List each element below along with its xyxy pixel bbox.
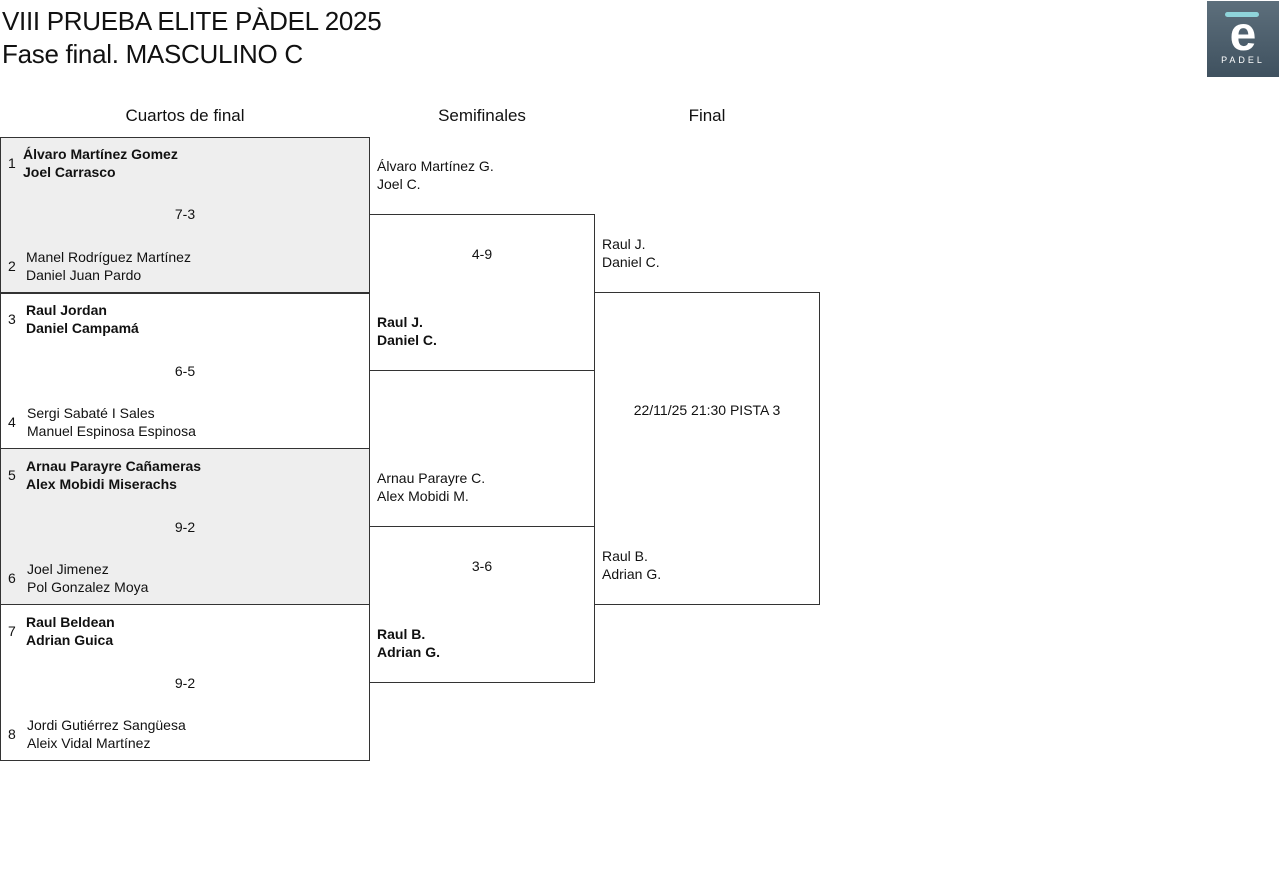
- player-name: Arnau Parayre C.: [377, 470, 486, 486]
- round-header-semifinals: Semifinales: [438, 106, 526, 125]
- player-name: Adrian G.: [377, 644, 441, 660]
- player-name: Raul B.: [602, 548, 648, 564]
- player-name: Daniel C.: [377, 332, 437, 348]
- player-name: Sergi Sabaté I Sales: [27, 405, 155, 421]
- team-top: Raul Jordan Daniel Campamá: [26, 301, 139, 337]
- seed-number: 5: [8, 467, 16, 483]
- player-name: Pol Gonzalez Moya: [27, 579, 149, 595]
- team-bottom: Raul J. Daniel C.: [377, 313, 437, 349]
- final-match[interactable]: 22/11/25 21:30 PISTA 3 Raul B. Adrian G.: [594, 292, 820, 605]
- player-name: Joel Carrasco: [23, 164, 116, 180]
- quarterfinal-match-2[interactable]: 3 Raul Jordan Daniel Campamá 6-5 4 Sergi…: [0, 292, 370, 449]
- team-bottom: Raul B. Adrian G.: [377, 625, 440, 661]
- semifinal-2-team-top: Arnau Parayre C. Alex Mobidi M.: [377, 469, 485, 505]
- player-name: Raul J.: [602, 236, 646, 252]
- phase-subtitle: Fase final. MASCULINO C: [2, 39, 303, 69]
- player-name: Alex Mobidi Miserachs: [26, 476, 177, 492]
- round-header-final: Final: [688, 106, 726, 125]
- player-name: Álvaro Martínez G.: [377, 158, 494, 174]
- player-name: Manuel Espinosa Espinosa: [27, 423, 196, 439]
- player-name: Manel Rodríguez Martínez: [26, 249, 191, 265]
- player-name: Raul J.: [377, 314, 423, 330]
- player-name: Daniel Campamá: [26, 320, 139, 336]
- match-score: 4-9: [471, 246, 493, 262]
- semifinal-match-2[interactable]: 3-6 Raul B. Adrian G.: [369, 526, 595, 683]
- player-name: Raul Jordan: [26, 302, 107, 318]
- team-bottom: Manel Rodríguez Martínez Daniel Juan Par…: [26, 248, 191, 284]
- match-schedule: 22/11/25 21:30 PISTA 3: [633, 402, 781, 418]
- player-name: Arnau Parayre Cañameras: [26, 458, 202, 474]
- player-name: Daniel C.: [602, 254, 660, 270]
- epadel-logo: e PADEL: [1207, 1, 1279, 77]
- team-bottom: Joel Jimenez Pol Gonzalez Moya: [27, 560, 148, 596]
- quarterfinal-match-3[interactable]: 5 Arnau Parayre Cañameras Alex Mobidi Mi…: [0, 448, 370, 605]
- match-score: 9-2: [174, 675, 196, 691]
- match-score: 6-5: [174, 363, 196, 379]
- seed-number: 4: [8, 414, 16, 430]
- semifinal-match-1[interactable]: 4-9 Raul J. Daniel C.: [369, 214, 595, 371]
- player-name: Álvaro Martínez Gomez: [23, 146, 178, 162]
- logo-word: PADEL: [1221, 55, 1265, 65]
- player-name: Joel C.: [377, 176, 421, 192]
- player-name: Raul Beldean: [26, 614, 115, 630]
- seed-number: 1: [8, 155, 16, 171]
- quarterfinal-match-4[interactable]: 7 Raul Beldean Adrian Guica 9-2 8 Jordi …: [0, 604, 370, 761]
- player-name: Adrian Guica: [26, 632, 114, 648]
- final-team-top: Raul J. Daniel C.: [602, 235, 660, 271]
- team-bottom: Raul B. Adrian G.: [602, 547, 661, 583]
- logo-letter: e: [1229, 8, 1257, 61]
- match-score: 9-2: [174, 519, 196, 535]
- seed-number: 6: [8, 570, 16, 586]
- team-bottom: Sergi Sabaté I Sales Manuel Espinosa Esp…: [27, 404, 196, 440]
- logo-accent-bar: [1225, 12, 1259, 17]
- team-bottom: Jordi Gutiérrez Sangüesa Aleix Vidal Mar…: [27, 716, 186, 752]
- player-name: Joel Jimenez: [27, 561, 109, 577]
- match-score: 7-3: [174, 206, 196, 222]
- player-name: Jordi Gutiérrez Sangüesa: [27, 717, 186, 733]
- player-name: Aleix Vidal Martínez: [27, 735, 151, 751]
- seed-number: 7: [8, 623, 16, 639]
- team-top: Álvaro Martínez Gomez Joel Carrasco: [23, 145, 178, 181]
- seed-number: 8: [8, 726, 16, 742]
- round-header-quarterfinals: Cuartos de final: [125, 106, 245, 125]
- player-name: Daniel Juan Pardo: [26, 267, 142, 283]
- tournament-title: VIII PRUEBA ELITE PÀDEL 2025: [2, 6, 382, 36]
- team-top: Arnau Parayre Cañameras Alex Mobidi Mise…: [26, 457, 201, 493]
- player-name: Adrian G.: [602, 566, 662, 582]
- quarterfinal-match-1[interactable]: 1 Álvaro Martínez Gomez Joel Carrasco 7-…: [0, 137, 370, 294]
- player-name: Alex Mobidi M.: [377, 488, 469, 504]
- team-top: Raul Beldean Adrian Guica: [26, 613, 115, 649]
- player-name: Raul B.: [377, 626, 426, 642]
- match-score: 3-6: [471, 558, 493, 574]
- semifinal-1-team-top: Álvaro Martínez G. Joel C.: [377, 157, 494, 193]
- seed-number: 2: [8, 258, 16, 274]
- seed-number: 3: [8, 311, 16, 327]
